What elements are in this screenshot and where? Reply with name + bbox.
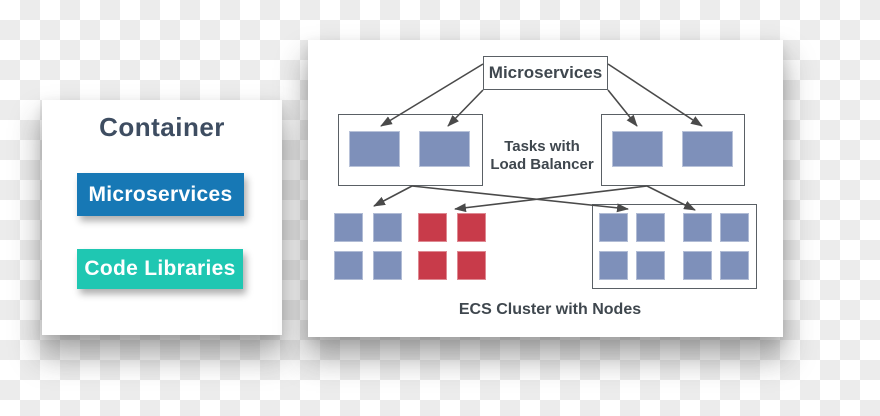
node-square-red — [418, 251, 447, 280]
tasks-box-left — [338, 114, 483, 186]
node-square-blue — [599, 213, 628, 242]
node-square-blue — [636, 213, 665, 242]
node-square-blue — [720, 251, 749, 280]
node-square-blue — [636, 251, 665, 280]
node-square-blue — [683, 251, 712, 280]
node-square-blue — [683, 213, 712, 242]
node-square-blue — [373, 251, 402, 280]
tasks-box-right — [601, 114, 745, 186]
code-libraries-button[interactable]: Code Libraries — [77, 249, 243, 289]
task-rect — [419, 131, 470, 167]
node-square-blue — [720, 213, 749, 242]
container-card: Container Microservices Code Libraries — [42, 100, 282, 335]
node-pair-left — [599, 213, 665, 280]
code-libraries-button-label: Code Libraries — [84, 257, 236, 280]
tasks-label-line2: Load Balancer — [490, 156, 594, 173]
node-square-red — [457, 213, 486, 242]
tasks-label-line1: Tasks with — [504, 138, 580, 155]
microservices-box: Microservices — [483, 56, 608, 90]
microservices-button[interactable]: Microservices — [77, 173, 244, 216]
ecs-cluster-label: ECS Cluster with Nodes — [458, 301, 642, 318]
node-square-blue — [334, 251, 363, 280]
node-cluster-blue — [334, 213, 402, 280]
node-cluster-red — [418, 213, 486, 280]
node-square-blue — [334, 213, 363, 242]
microservices-button-label: Microservices — [88, 182, 233, 206]
microservices-box-label: Microservices — [488, 63, 603, 82]
node-square-red — [418, 213, 447, 242]
node-square-blue — [373, 213, 402, 242]
card-title: Container — [99, 112, 225, 142]
node-square-red — [457, 251, 486, 280]
arrow-lb-left-to-blue-cluster — [373, 185, 413, 207]
node-square-blue — [599, 251, 628, 280]
node-pair-right — [683, 213, 749, 280]
node-box — [592, 204, 757, 289]
task-rect — [612, 131, 663, 167]
tasks-load-balancer-label: Tasks with Load Balancer — [476, 138, 608, 174]
ecs-diagram-panel: Microservices Tasks with Load Balancer E… — [308, 40, 783, 337]
task-rect — [682, 131, 733, 167]
task-rect — [349, 131, 400, 167]
